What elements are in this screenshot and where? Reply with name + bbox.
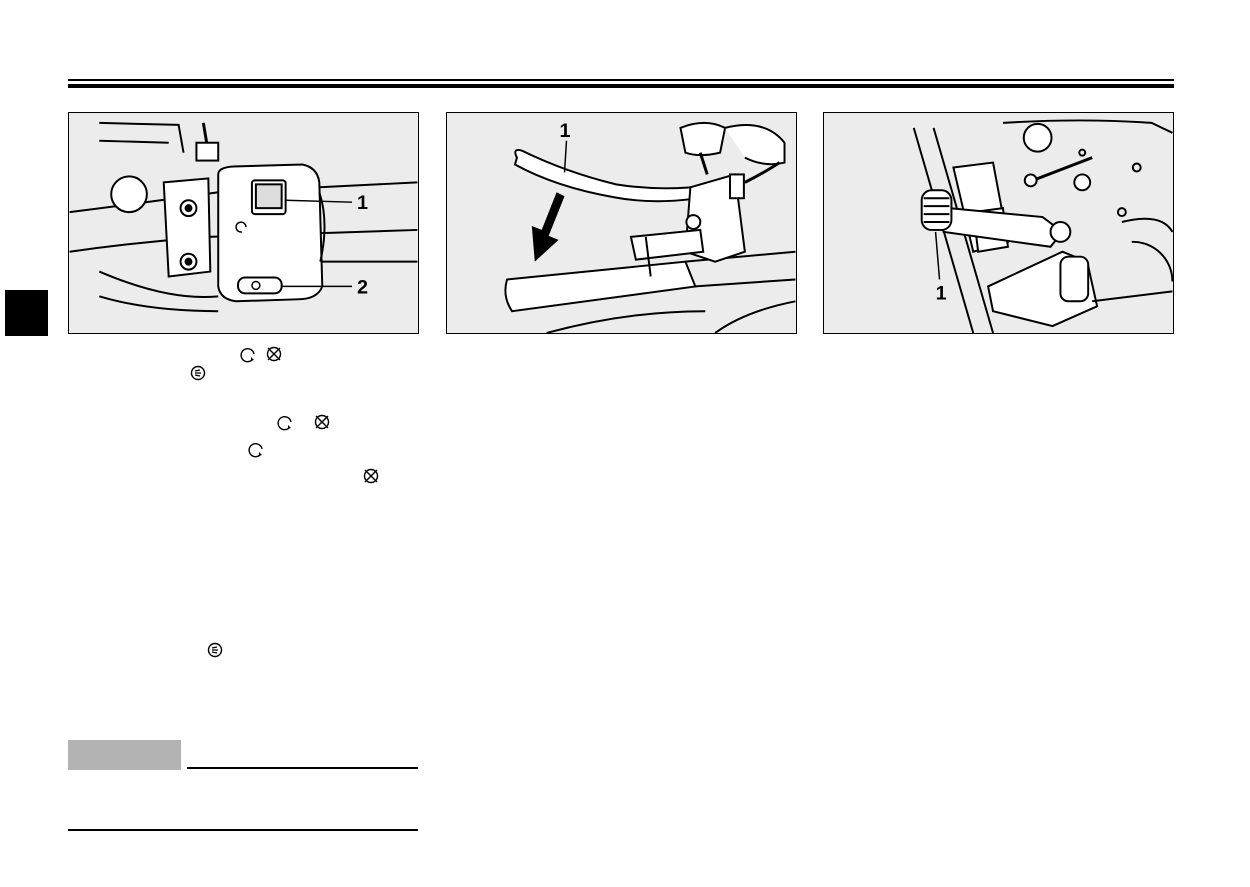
figure-callout: 1 <box>560 120 571 142</box>
note-label-box <box>68 740 181 770</box>
engine-stop-icon <box>363 468 379 484</box>
engine-start-icon <box>240 348 255 363</box>
engine-stop-icon <box>314 414 330 430</box>
engine-stop-icon <box>266 346 282 362</box>
chapter-tab <box>5 290 48 336</box>
starter-icon <box>190 365 206 381</box>
clutch-lever-figure: 1 <box>446 112 797 334</box>
engine-start-icon <box>277 416 292 431</box>
header-rule-thin <box>68 79 1174 81</box>
header-rule-thick <box>68 84 1174 88</box>
engine-start-icon <box>248 443 263 458</box>
figure-callout: 2 <box>357 276 368 298</box>
starter-icon <box>207 642 223 658</box>
shift-pedal-figure: 1 <box>823 112 1174 334</box>
note-rule-bottom <box>68 829 418 831</box>
engine-stop-start-switch-figure: 1 2 <box>68 112 419 334</box>
figure-callout: 1 <box>936 282 947 304</box>
figure-callout: 1 <box>357 192 368 214</box>
note-rule-top <box>187 767 418 769</box>
